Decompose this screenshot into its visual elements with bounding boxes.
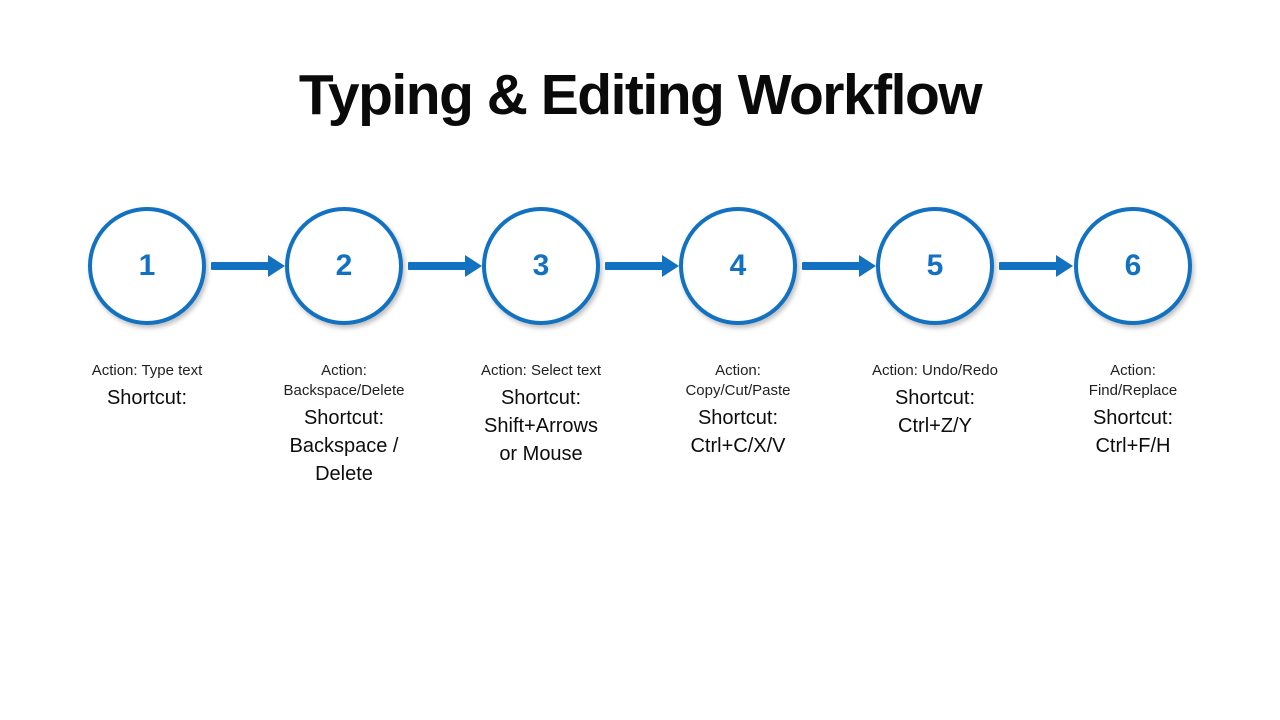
workflow-step-5: 5 Action: Undo/Redo Shortcut: Ctrl+Z/Y [845, 207, 1025, 440]
step-action-label: Action: Undo/Redo [872, 362, 998, 379]
workflow-step-2: 2 Action: Backspace/Delete Shortcut: Bac… [254, 207, 434, 488]
workflow-step-4: 4 Action: Copy/Cut/Paste Shortcut: Ctrl+… [648, 207, 828, 460]
workflow-step-6: 6 Action: Find/Replace Shortcut: Ctrl+F/… [1043, 207, 1223, 460]
right-arrow-icon [605, 255, 679, 277]
workflow-step-3: 3 Action: Select text Shortcut: Shift+Ar… [451, 207, 631, 468]
step-shortcut-label: Shortcut: Ctrl+Z/Y [894, 387, 976, 437]
step-number: 2 [335, 249, 353, 282]
step-circle-5: 5 [876, 207, 994, 325]
step-action-label: Action: Backspace/Delete [283, 362, 405, 399]
step-circle-1: 1 [88, 207, 206, 325]
page-title: Typing & Editing Workflow [298, 63, 983, 127]
step-shortcut-label: Shortcut: Ctrl+C/X/V [690, 407, 786, 457]
step-action-label: Action: Type text [91, 362, 203, 379]
step-shortcut-label: Shortcut: [106, 387, 188, 409]
step-shortcut-label: Shortcut: Ctrl+F/H [1092, 407, 1174, 457]
step-circle-4: 4 [679, 207, 797, 325]
step-circle-3: 3 [482, 207, 600, 325]
workflow-step-1: 1 Action: Type text Shortcut: [57, 207, 237, 412]
step-action-label: Action: Find/Replace [1088, 362, 1178, 399]
right-arrow-icon [802, 255, 876, 277]
step-action-label: Action: Copy/Cut/Paste [685, 362, 791, 399]
workflow-diagram: 1 Action: Type text Shortcut: 2 Action: … [0, 207, 1280, 527]
step-shortcut-label: Shortcut: Backspace / Delete [289, 407, 399, 485]
step-number: 1 [138, 249, 156, 282]
right-arrow-icon [408, 255, 482, 277]
step-action-label: Action: Select text [480, 362, 602, 379]
right-arrow-icon [211, 255, 285, 277]
step-number: 4 [729, 249, 747, 282]
step-number: 6 [1124, 249, 1142, 282]
step-number: 5 [926, 249, 944, 282]
step-circle-2: 2 [285, 207, 403, 325]
step-circle-6: 6 [1074, 207, 1192, 325]
right-arrow-icon [999, 255, 1073, 277]
step-shortcut-label: Shortcut: Shift+Arrows or Mouse [484, 387, 598, 465]
step-number: 3 [532, 249, 550, 282]
